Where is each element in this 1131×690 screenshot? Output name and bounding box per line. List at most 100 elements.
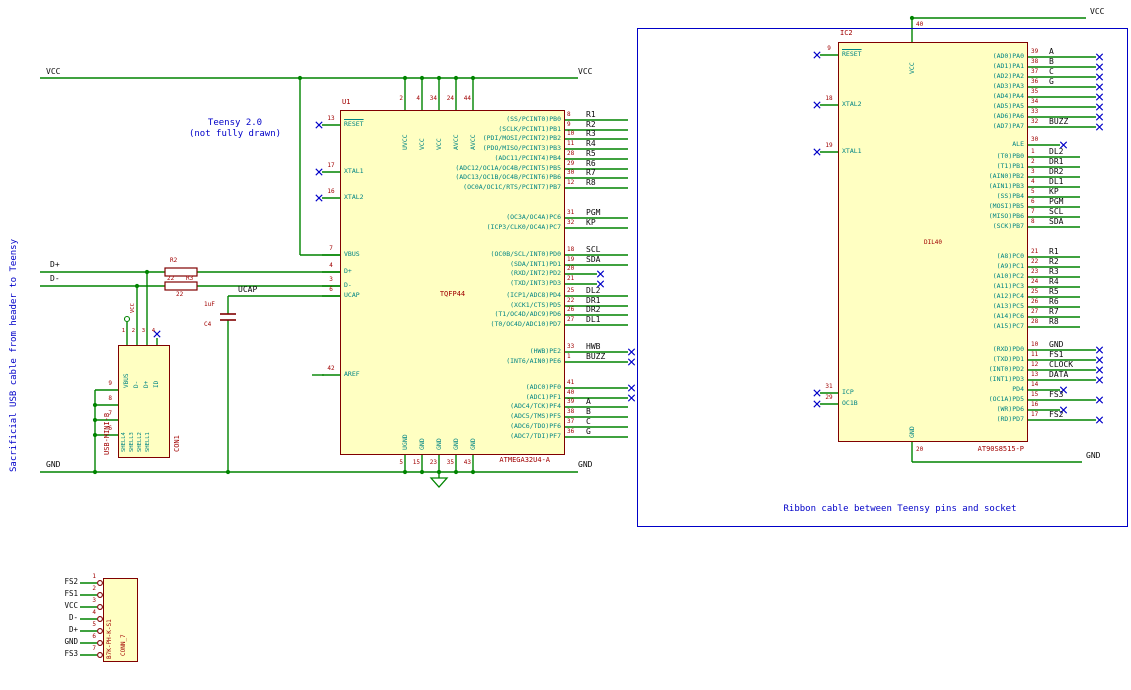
wire <box>1095 83 1104 91</box>
net-label: GND <box>64 637 78 646</box>
pin-number: 4 <box>1031 178 1035 185</box>
net-label: R4 <box>1049 277 1059 286</box>
pin-number: 16 <box>327 188 335 195</box>
ic-ic2-body[interactable] <box>838 42 1028 442</box>
pin-number: 7 <box>92 645 96 652</box>
pin-name: (AD3)PA3 <box>992 82 1024 90</box>
net-label: FS3 <box>64 649 78 658</box>
net-label: R5 <box>586 149 596 158</box>
pin-name: (INT6/AIN0)PE6 <box>506 357 561 365</box>
net-label: R1 <box>1049 247 1059 256</box>
pin-name: (SDA/INT1)PD1 <box>510 260 561 268</box>
pin-name: (OC0B/SCL/INT0)PD0 <box>490 250 561 258</box>
net-label: DR1 <box>1049 157 1064 166</box>
pin-number: 1 <box>1031 148 1035 155</box>
net-label: HWB <box>586 342 601 351</box>
pin-name: (SCLK/PCINT1)PB1 <box>498 125 561 133</box>
pin-number: 14 <box>1031 381 1039 388</box>
pin-name: VBUS <box>344 250 360 258</box>
net-label-dplus: D+ <box>50 260 60 269</box>
pin-name: (T0/OC4D/ADC10)PD7 <box>490 320 561 328</box>
pin-name: (ADC11/PCINT4)PB4 <box>494 154 561 162</box>
pin-name: (AD6)PA6 <box>992 112 1024 120</box>
junction-dot <box>134 283 140 289</box>
pin-number: 13 <box>327 115 335 122</box>
pin-circle <box>97 580 103 586</box>
pin-name: (RD)PD7 <box>996 415 1024 423</box>
pin-name: VBUS <box>123 373 130 388</box>
net-label-ucap: UCAP <box>238 285 258 294</box>
pin-number: 8 <box>1031 218 1035 225</box>
net-label: R5 <box>1049 287 1059 296</box>
note-ribbon-cable: Ribbon cable between Teensy pins and soc… <box>783 504 1017 514</box>
net-label: R4 <box>586 139 596 148</box>
pin-name: AREF <box>344 370 360 378</box>
net-label: R3 <box>1049 267 1059 276</box>
pin-name: SHELL3 <box>129 432 135 452</box>
pin-number: 31 <box>567 209 575 216</box>
pin-number: 19 <box>567 256 575 263</box>
pin-number: 33 <box>567 343 575 350</box>
con1-reference: CON1 <box>173 435 181 452</box>
pin-number: 2 <box>1031 158 1035 165</box>
wire <box>1095 346 1104 354</box>
ic-u1-body[interactable] <box>340 110 565 455</box>
pin-name: (T1/OC4D/ADC9)PD6 <box>494 310 561 318</box>
pin-number: 29 <box>567 160 575 167</box>
pin-name: (A13)PC5 <box>992 302 1024 310</box>
r2-reference: R2 <box>170 257 178 264</box>
pin-number: 23 <box>1031 268 1039 275</box>
conn7-value: B7K-PH-K-S1 <box>106 619 113 659</box>
pin-number: 39 <box>1031 48 1039 55</box>
pin-number: 18 <box>825 95 833 102</box>
pin-number: 41 <box>567 379 575 386</box>
pin-name: D+ <box>344 267 352 275</box>
net-label-gnd-left: GND <box>46 460 61 469</box>
r3-reference: R3 <box>186 275 194 282</box>
net-label-dminus: D- <box>50 274 60 283</box>
connector-con1-body[interactable] <box>118 345 170 458</box>
pin-number: 1 <box>567 353 571 360</box>
pin-number: 36 <box>567 428 575 435</box>
net-label: SDA <box>1049 217 1064 226</box>
pin-name: VCC <box>435 138 443 150</box>
net-label: BUZZ <box>1049 117 1069 126</box>
wire <box>596 270 605 278</box>
pin-name: (ADC5/TMS)PF5 <box>510 412 561 420</box>
pin-name: (A15)PC7 <box>992 322 1024 330</box>
pin-number: 24 <box>1031 278 1039 285</box>
pin-number: 3 <box>1031 168 1035 175</box>
pin-number: 42 <box>327 365 335 372</box>
pin-number: 30 <box>567 169 575 176</box>
pin-name: RESET <box>842 50 862 58</box>
pin-name: ICP <box>842 388 854 396</box>
ic2-reference: IC2 <box>840 29 853 37</box>
wire <box>315 121 323 129</box>
pin-name: (T1)PB1 <box>996 162 1024 170</box>
pin-number: 13 <box>1031 371 1039 378</box>
net-label: VCC <box>64 601 78 610</box>
pin-number: 11 <box>1031 351 1039 358</box>
pin-number: 36 <box>1031 78 1039 85</box>
connector-conn7-body[interactable] <box>103 578 138 662</box>
wire <box>1095 93 1104 101</box>
pin-name: (TXD)PD1 <box>992 355 1024 363</box>
pin-number: 33 <box>1031 108 1039 115</box>
net-label: B <box>1049 57 1054 66</box>
pin-number: 5 <box>92 621 96 628</box>
wire <box>1095 396 1104 404</box>
pin-number: 7 <box>108 410 112 417</box>
pin-number: 6 <box>108 425 112 432</box>
pin-number: 31 <box>825 383 833 390</box>
pin-name: GND <box>418 438 426 450</box>
vbus-open-end <box>123 315 131 323</box>
pin-name: (SCK)PB7 <box>992 222 1024 230</box>
net-label: R7 <box>1049 307 1059 316</box>
pin-number: 40 <box>916 21 924 28</box>
con1-value: USB-MINI-B <box>103 412 111 455</box>
pin-number: 6 <box>1031 198 1035 205</box>
pin-name: (OC0A/OC1C/RTS/PCINT7)PB7 <box>463 183 561 191</box>
pin-name: (ICP1/ADC8)PD4 <box>506 291 561 299</box>
